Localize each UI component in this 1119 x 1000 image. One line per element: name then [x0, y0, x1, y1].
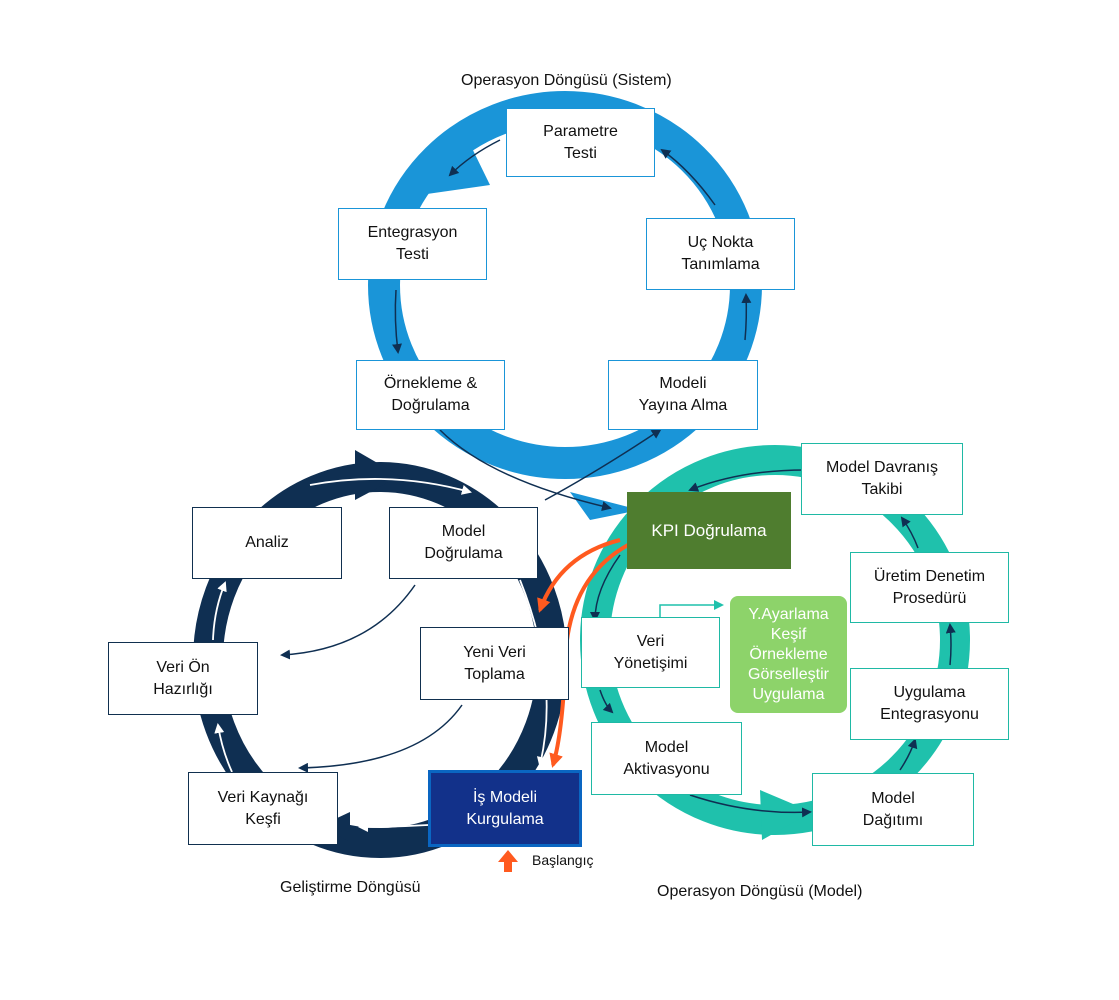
dev-cycle-caption: Geliştirme Döngüsü: [280, 879, 421, 896]
model-davranis-takibi-box: Model Davranış Takibi: [801, 443, 963, 515]
is-modeli-kurgulama-box: İş Modeli Kurgulama: [428, 770, 582, 847]
flow-kpi-to-veri-yonetimi: [590, 554, 621, 622]
model-cycle-caption: Operasyon Döngüsü (Model): [657, 883, 863, 900]
flow-kpi-to-yayina: [544, 428, 662, 501]
veri-on-hazirligi-box: Veri Ön Hazırlığı: [108, 642, 258, 715]
entegrasyon-testi-box: Entegrasyon Testi: [338, 208, 487, 280]
flow-davranis-to-kpi: [688, 469, 806, 492]
model-dogrulama-box: Model Doğrulama: [389, 507, 538, 579]
flow-uretim-to-davranis: [900, 516, 919, 549]
uc-nokta-tanimlama-box: Uç Nokta Tanımlama: [646, 218, 795, 290]
flow-veri-kaynagi-to-veri-on: [214, 723, 233, 773]
flow-veri-on-to-analiz: [212, 581, 227, 641]
flow-uc-nokta-to-parametre: [660, 148, 716, 206]
uygulama-entegrasyonu-box: Uygulama Entegrasyonu: [850, 668, 1009, 740]
uretim-denetim-proseduru-box: Üretim Denetim Prosedürü: [850, 552, 1009, 623]
flow-parametre-to-entegrasyon: [448, 139, 501, 177]
flow-model-dogrulama-to-veri-on: [280, 584, 416, 660]
model-tasks-box: Y.Ayarlama Keşif Örnekleme Görselleştir …: [730, 596, 847, 713]
flow-ornekleme-to-kpi: [439, 429, 612, 512]
start-arrow-icon: [498, 850, 518, 872]
model-dagitimi-box: Model Dağıtımı: [812, 773, 974, 846]
flow-veri-yonetimi-to-aktivasyon: [599, 689, 614, 714]
dev-ring-arrowhead-top: [355, 450, 400, 500]
model-aktivasyonu-box: Model Aktivasyonu: [591, 722, 742, 795]
flow-yeni-veri-to-veri-kaynagi: [298, 704, 463, 773]
analiz-box: Analiz: [192, 507, 342, 579]
yeni-veri-toplama-box: Yeni Veri Toplama: [420, 627, 569, 700]
flow-uygulama-to-uretim: [945, 623, 956, 666]
flow-aktivasyon-to-dagitim: [689, 794, 812, 818]
flow-kpi-to-yeni-veri: [537, 538, 621, 613]
flow-dagitim-to-uygulama: [899, 738, 918, 771]
kpi-dogrulama-box: KPI Doğrulama: [627, 492, 791, 569]
model-ring-arrowhead: [760, 790, 812, 840]
system-cycle-caption: Operasyon Döngüsü (Sistem): [461, 72, 672, 89]
veri-kaynagi-kesfi-box: Veri Kaynağı Keşfi: [188, 772, 338, 845]
ornekleme-dogrulama-box: Örnekleme & Doğrulama: [356, 360, 505, 430]
start-label: Başlangıç: [532, 852, 594, 868]
parametre-testi-box: Parametre Testi: [506, 108, 655, 177]
flow-yayina-to-uc-nokta: [741, 293, 752, 341]
veri-yonetisimi-box: Veri Yönetişimi: [581, 617, 720, 688]
flow-is-modeli-to-veri-kaynagi: [358, 821, 429, 832]
modeli-yayina-alma-box: Modeli Yayına Alma: [608, 360, 758, 430]
flow-analiz-to-model-dogrulama: [309, 478, 472, 495]
flow-entegrasyon-to-ornekleme: [392, 289, 402, 354]
